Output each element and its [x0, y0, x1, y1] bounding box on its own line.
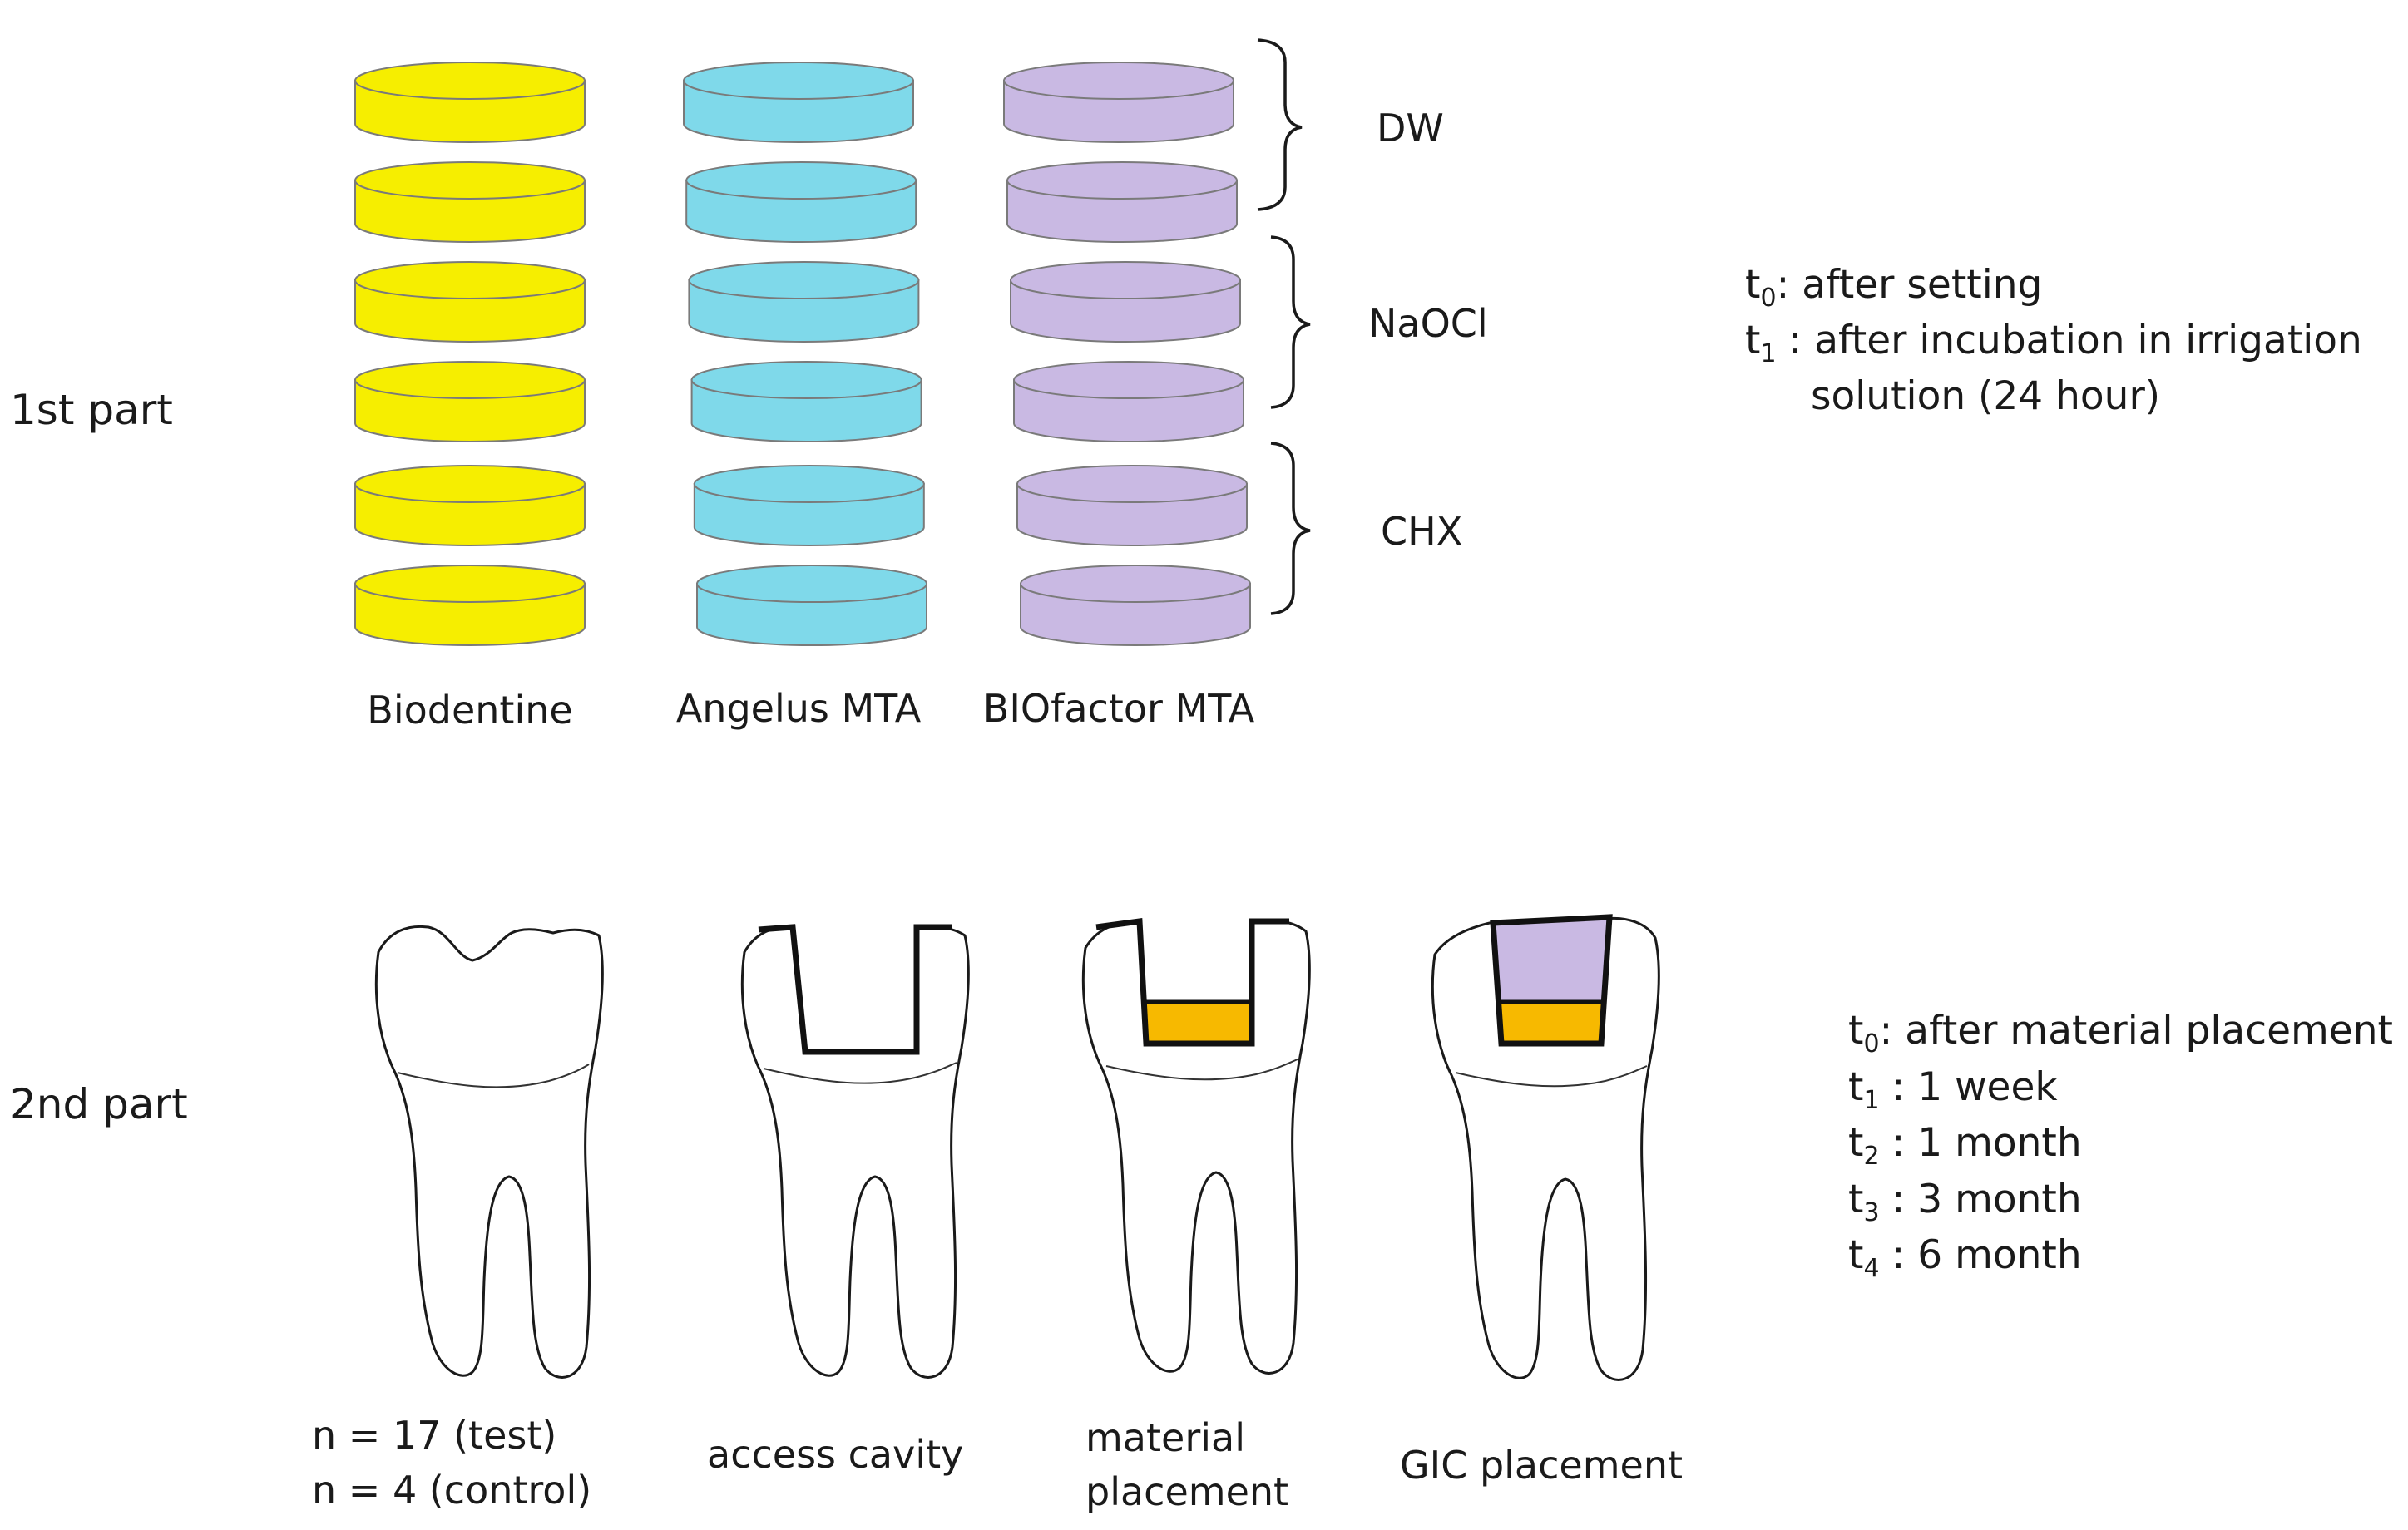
part2-timepoint-t4: t4 : 6 month — [1848, 1232, 2082, 1283]
tooth-outline — [1081, 919, 1311, 1375]
disc-stack-biodentine — [354, 62, 586, 646]
disc-top — [354, 361, 586, 399]
disc — [1003, 62, 1234, 143]
cej-line — [763, 1062, 957, 1084]
disc — [1013, 361, 1244, 442]
tooth-access-cavity — [740, 924, 970, 1379]
solution-label-naocl: NaOCl — [1368, 301, 1488, 346]
tooth-outline — [740, 925, 970, 1379]
tooth-intact — [374, 925, 604, 1379]
part2-timepoint-t2: t2 : 1 month — [1848, 1120, 2082, 1171]
material-fill — [1146, 1002, 1252, 1044]
cej-line — [1455, 1065, 1648, 1088]
caption-sample-size-test: n = 17 (test) — [312, 1413, 556, 1458]
part2-timepoint-t0: t0: after material placement — [1848, 1008, 2393, 1059]
material-fill — [1501, 1002, 1601, 1044]
brace-chx — [1270, 442, 1311, 615]
disc — [693, 465, 925, 546]
solution-label-chx: CHX — [1381, 509, 1462, 554]
disc — [354, 62, 586, 143]
part2-title: 2nd part — [10, 1080, 188, 1128]
disc-top — [693, 465, 925, 503]
disc-top — [1006, 161, 1238, 200]
disc — [683, 62, 914, 143]
disc-top — [688, 261, 920, 299]
disc — [1020, 565, 1251, 646]
disc-top — [685, 161, 917, 200]
disc-top — [1016, 465, 1248, 503]
gic-fill — [1493, 917, 1609, 1002]
brace-dw — [1257, 38, 1303, 211]
tooth-gic-placement — [1431, 914, 1660, 1381]
tooth-outline — [374, 925, 604, 1379]
disc — [688, 261, 920, 343]
caption-sample-size-control: n = 4 (control) — [312, 1468, 591, 1513]
disc — [354, 565, 586, 646]
material-label-biodentine: Biodentine — [367, 688, 572, 733]
disc-top — [354, 161, 586, 200]
access-cavity-outline — [758, 924, 952, 1055]
disc — [1006, 161, 1238, 243]
disc-top — [1010, 261, 1241, 299]
disc-top — [354, 261, 586, 299]
disc — [354, 361, 586, 442]
caption-gic-placement: GIC placement — [1400, 1443, 1683, 1488]
disc-stacks — [354, 62, 1251, 646]
disc-top — [1020, 565, 1251, 603]
part2-timepoint-t3: t3 : 3 month — [1848, 1177, 2082, 1227]
cej-line — [1105, 1059, 1298, 1081]
disc-stack-biofactor-mta — [1003, 62, 1251, 646]
disc — [1010, 261, 1241, 343]
part2-timepoint-t1: t1 : 1 week — [1848, 1064, 2058, 1115]
material-label-angelus-mta: Angelus MTA — [676, 686, 922, 731]
cavity-outline — [1095, 918, 1289, 1047]
restoration-outline — [1490, 914, 1613, 1047]
caption-access-cavity: access cavity — [707, 1432, 963, 1477]
disc-top — [354, 565, 586, 603]
disc — [354, 261, 586, 343]
disc-stack-angelus-mta — [683, 62, 927, 646]
brace-naocl — [1270, 235, 1311, 409]
material-label-biofactor-mta: BIOfactor MTA — [983, 686, 1255, 731]
disc-top — [690, 361, 922, 399]
disc — [354, 161, 586, 243]
caption-material-line1: material — [1085, 1415, 1245, 1460]
caption-material-line2: placement — [1085, 1469, 1288, 1514]
disc — [696, 565, 927, 646]
solution-label-dw: DW — [1377, 106, 1444, 151]
tooth-material-placement — [1081, 918, 1311, 1375]
disc-top — [1003, 62, 1234, 100]
disc-top — [1013, 361, 1244, 399]
disc-top — [354, 465, 586, 503]
part1-timepoint-t1-continuation: solution (24 hour) — [1811, 373, 2160, 419]
disc-top — [696, 565, 927, 603]
part1-timepoint-t1: t1 : after incubation in irrigation — [1745, 318, 2362, 368]
disc-top — [683, 62, 914, 100]
disc — [685, 161, 917, 243]
disc — [354, 465, 586, 546]
part1-title: 1st part — [10, 386, 173, 434]
disc — [690, 361, 922, 442]
disc-top — [354, 62, 586, 100]
part1-timepoint-t0: t0: after setting — [1745, 262, 2042, 313]
disc — [1016, 465, 1248, 546]
cej-line — [397, 1064, 590, 1088]
